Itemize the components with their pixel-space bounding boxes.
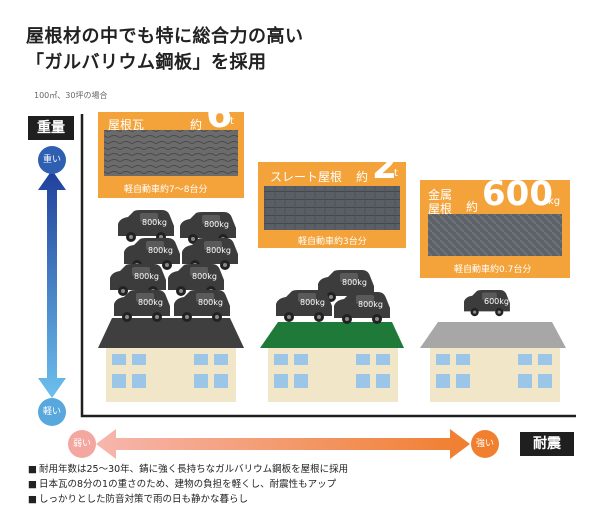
car-label: 800kg: [138, 298, 163, 307]
area-note: 100㎡、30坪の場合: [34, 91, 108, 100]
page-title-line1: 屋根材の中でも特に総合力の高い: [26, 26, 304, 47]
bullet-item: 日本瓦の8分の1の重さのため、建物の負担を軽くし、耐震性もアップ: [28, 477, 348, 492]
bullet-item: しっかりとした防音対策で雨の日も静かな暮らし: [28, 492, 348, 507]
light-badge: 軽い: [38, 398, 66, 426]
tile-roof-photo: [104, 130, 238, 176]
panel-slate-name: スレート屋根: [270, 170, 343, 184]
car-label: 800kg: [148, 246, 173, 255]
panel-slate-value: 2: [372, 146, 398, 187]
metal-roof-photo: [428, 214, 562, 256]
car-label: 800kg: [192, 272, 217, 281]
house-tile: [98, 318, 244, 402]
car-label: 800kg: [142, 218, 167, 227]
house-slate: [260, 322, 404, 402]
car-stack-slate: [276, 270, 390, 324]
page-title-line2: 「ガルバリウム鋼板」を採用: [26, 52, 267, 73]
panel-slate-approx: 約: [356, 170, 369, 184]
car-label: 800kg: [134, 272, 159, 281]
car-label: 800kg: [198, 298, 223, 307]
panel-metal-value: 600: [482, 174, 553, 214]
panel-metal-approx: 約: [466, 200, 479, 214]
panel-metal-name-line2: 屋根: [428, 202, 453, 216]
panel-slate-unit: t: [394, 168, 398, 179]
strong-badge: 強い: [471, 430, 499, 458]
panel-metal-name-line1: 金属: [428, 188, 453, 202]
car-label: 800kg: [358, 300, 383, 309]
car-label: 800kg: [206, 246, 231, 255]
panel-tile-sub: 軽自動車約7～8台分: [124, 185, 208, 195]
panel-tile-approx: 約: [190, 118, 203, 132]
panel-tile-unit: t: [230, 116, 234, 127]
car-label: 800kg: [300, 298, 325, 307]
panel-slate-sub: 軽自動車約3台分: [298, 237, 367, 247]
panel-metal-sub: 軽自動車約0.7台分: [454, 265, 532, 275]
panel-metal-unit: kg: [548, 196, 561, 207]
heavy-badge: 重い: [38, 146, 66, 174]
car-label: 800kg: [204, 220, 229, 229]
weak-badge: 弱い: [68, 430, 96, 458]
car-label-small: 600kg: [484, 297, 509, 306]
bullet-item: 耐用年数は25～30年、錆に強く長持ちなガルバリウム鋼板を屋根に採用: [28, 462, 348, 477]
feature-bullets: 耐用年数は25～30年、錆に強く長持ちなガルバリウム鋼板を屋根に採用 日本瓦の8…: [28, 462, 348, 507]
quake-axis-label: 耐震: [520, 432, 574, 456]
house-metal: [420, 322, 566, 402]
panel-tile-value: 6: [206, 92, 233, 136]
weight-axis-label: 重量: [28, 116, 74, 140]
car-label: 800kg: [342, 278, 367, 287]
slate-roof-photo: [264, 186, 400, 230]
panel-tile-name: 屋根瓦: [108, 118, 145, 132]
